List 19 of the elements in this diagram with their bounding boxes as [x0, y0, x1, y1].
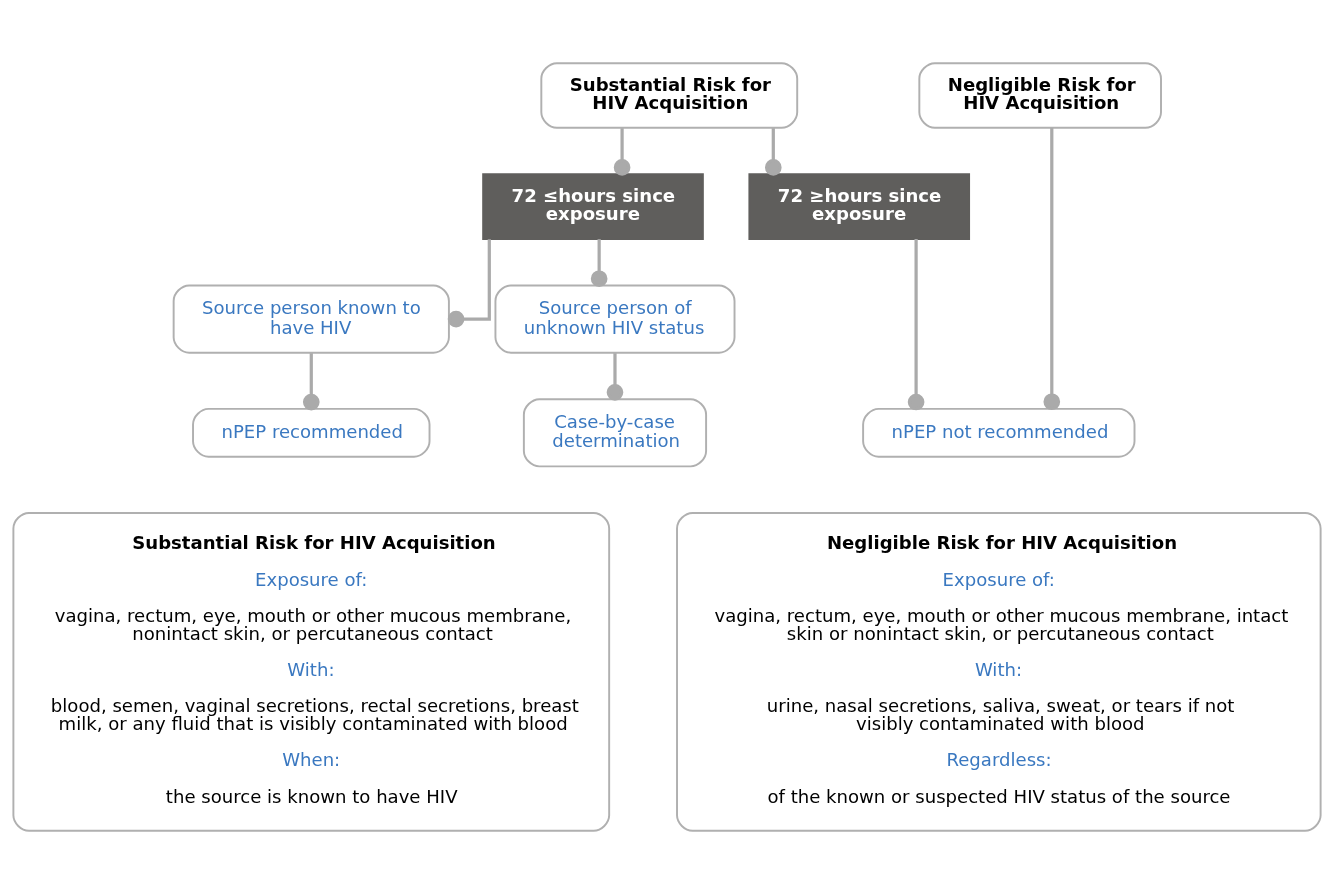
connector	[613, 128, 631, 176]
node-box: nPEP not recommended	[862, 407, 1136, 458]
node-box: Negligible Risk for HIV Acquisition Exposure of: vagina, rectum, eye, mouth or other mucous membrane, intact skin or nonintact skin, or percutaneous contact With: urine, nasal secretions, saliva, sweat, or tears if not visibly contaminated with blood Regardless: of the known or suspected HIV status of the source	[676, 511, 1322, 832]
node-box: Source person of unknown HIV status	[494, 284, 736, 354]
connector	[447, 239, 491, 328]
node-box: Substantial Risk for HIV Acquisition	[540, 62, 799, 129]
node-box: Negligible Risk for HIV Acquisition	[918, 62, 1162, 129]
node-box: nPEP recommended	[192, 407, 431, 458]
node-box: Source person known to have HIV	[172, 284, 450, 354]
node-box: 72 ≥hours since exposure	[748, 173, 971, 240]
connector	[590, 239, 608, 288]
connector	[764, 128, 782, 176]
connector	[606, 353, 624, 401]
connector	[1043, 127, 1061, 411]
node-box: Substantial Risk for HIV Acquisition Exposure of: vagina, rectum, eye, mouth or other mucous membrane, nonintact skin, or percutaneous contact With: blood, semen, vaginal secretions, rectal secretions, breast milk, or any fluid that is visibly contaminated with blood When: the source is known to have HIV	[12, 511, 611, 832]
connector	[907, 239, 925, 411]
node-box: Case-by-case determination	[522, 398, 708, 468]
connector	[302, 353, 320, 411]
node-box: 72 ≤hours since exposure	[482, 173, 704, 240]
